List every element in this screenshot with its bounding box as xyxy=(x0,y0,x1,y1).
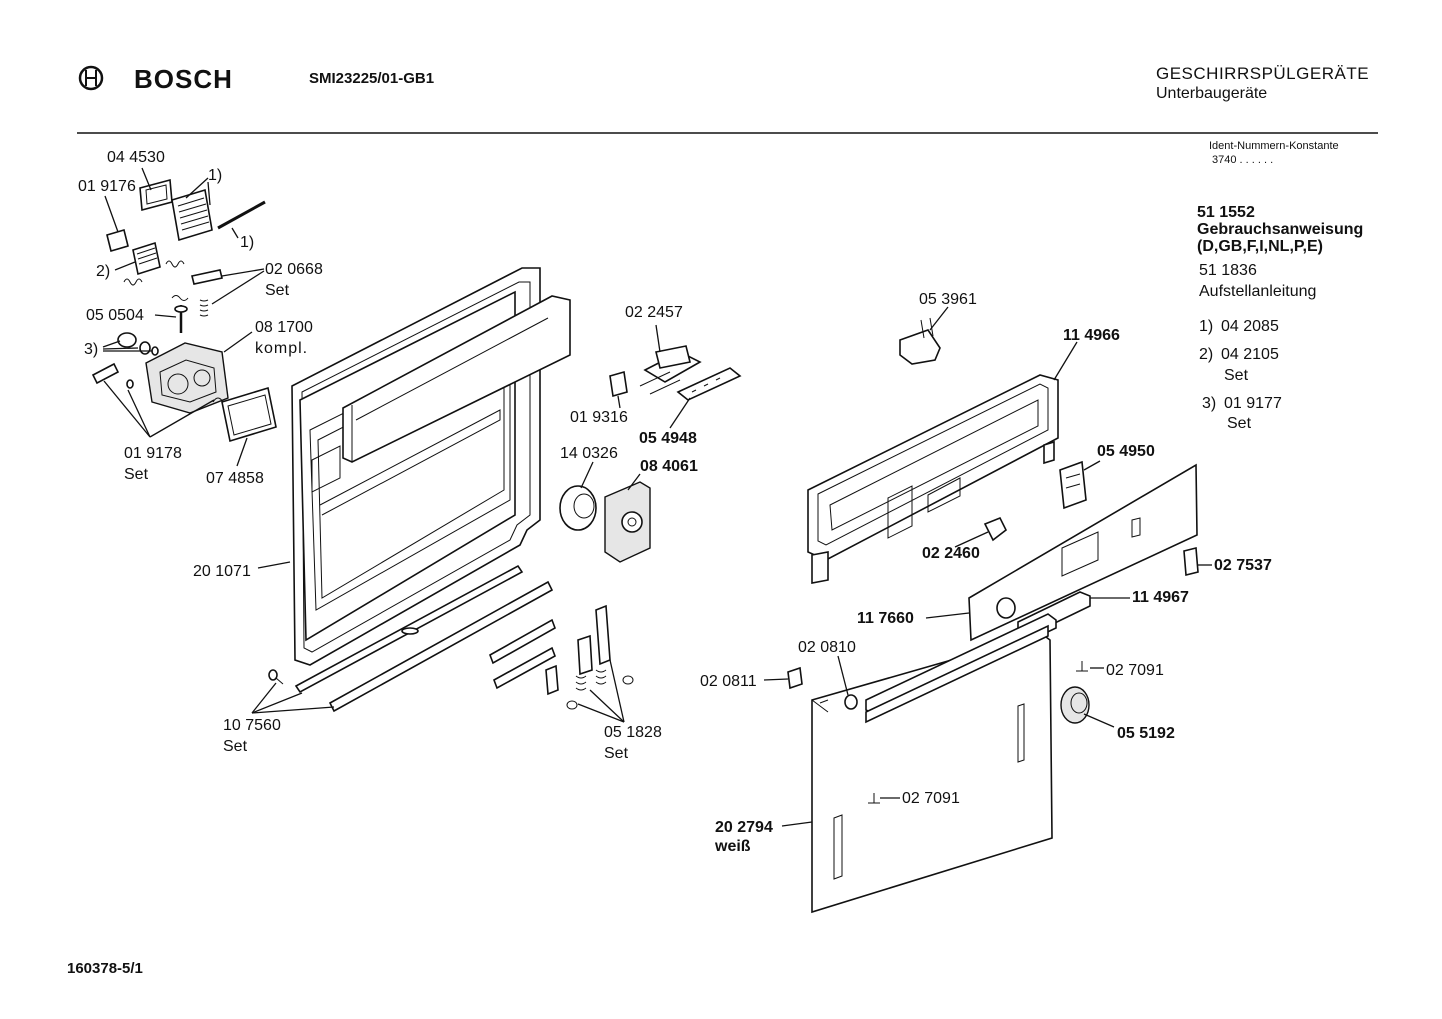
label-027091-b: 02 7091 xyxy=(902,790,960,807)
control-panel-frame-part xyxy=(807,317,1199,642)
label-053961: 05 3961 xyxy=(919,291,977,308)
doc-2-line-1: Aufstellanleitung xyxy=(1199,283,1316,300)
label-fn2: 2) xyxy=(96,263,110,280)
doc-1-line-2: (D,GB,F,I,NL,P,E) xyxy=(1197,238,1323,255)
label-027537: 02 7537 xyxy=(1214,557,1272,574)
label-202794-note: weiß xyxy=(714,838,751,855)
label-054948: 05 4948 xyxy=(639,430,697,447)
label-044530: 04 4530 xyxy=(107,149,165,166)
label-020668-set: Set xyxy=(265,282,290,299)
label-019178-set: Set xyxy=(124,466,149,483)
label-114966: 11 4966 xyxy=(1063,327,1120,344)
drawing-number: 160378-5/1 xyxy=(67,960,143,977)
bottom-rails-part xyxy=(268,564,554,713)
footnote-2-note: Set xyxy=(1224,367,1249,384)
label-054950: 05 4950 xyxy=(1097,443,1155,460)
inner-door-part xyxy=(291,267,571,666)
label-019316: 01 9316 xyxy=(570,409,628,426)
label-027091-a: 02 7091 xyxy=(1106,662,1164,679)
label-022460: 02 2460 xyxy=(922,545,980,562)
subcategory-title: Unterbaugeräte xyxy=(1156,85,1267,102)
part-labels: 04 4530 01 9176 1) 1) 2) 3) 02 0668 Set … xyxy=(78,149,1272,855)
footnote-2-key: 2) xyxy=(1199,346,1213,363)
label-050504: 05 0504 xyxy=(86,307,144,324)
footnote-2-part: 04 2105 xyxy=(1221,346,1279,363)
label-140326: 14 0326 xyxy=(560,445,618,462)
label-114967: 11 4967 xyxy=(1132,589,1189,606)
label-084061: 08 4061 xyxy=(640,458,698,475)
front-door-panel-part xyxy=(787,613,1090,914)
doc-1-line-1: Gebrauchsanweisung xyxy=(1197,221,1363,238)
label-074858: 07 4858 xyxy=(206,470,264,487)
label-107560: 10 7560 xyxy=(223,717,281,734)
label-020668: 02 0668 xyxy=(265,261,323,278)
label-019178: 01 9178 xyxy=(124,445,182,462)
label-051828: 05 1828 xyxy=(604,724,662,741)
lock-mechanism-part xyxy=(559,345,742,563)
label-107560-set: Set xyxy=(223,738,248,755)
label-fn3: 3) xyxy=(84,341,98,358)
ident-title: Ident-Nummern-Konstante xyxy=(1209,140,1339,152)
label-fn1a: 1) xyxy=(208,167,222,184)
label-081700-note: kompl. xyxy=(255,340,308,357)
label-fn1b: 1) xyxy=(240,234,254,251)
label-117660: 11 7660 xyxy=(857,610,914,627)
label-020811: 02 0811 xyxy=(700,673,757,690)
label-055192: 05 5192 xyxy=(1117,725,1175,742)
label-081700: 08 1700 xyxy=(255,319,313,336)
label-022457: 02 2457 xyxy=(625,304,683,321)
label-201071: 20 1071 xyxy=(193,563,251,580)
category-title: GESCHIRRSPÜLGERÄTE xyxy=(1156,64,1369,83)
leader-lines xyxy=(102,167,1212,827)
ident-value: 3740 . . . . . . xyxy=(1212,154,1273,166)
hinge-set-part xyxy=(489,604,634,710)
doc-2-number: 51 1836 xyxy=(1199,262,1257,279)
brand-name: BOSCH xyxy=(134,64,233,94)
label-019176: 01 9176 xyxy=(78,178,136,195)
footnote-3-note: Set xyxy=(1227,415,1252,432)
label-051828-set: Set xyxy=(604,745,629,762)
label-020810: 02 0810 xyxy=(798,639,856,656)
footnote-3-key: 3) xyxy=(1202,395,1216,412)
doc-1-number: 51 1552 xyxy=(1197,204,1255,221)
footnote-1-part: 04 2085 xyxy=(1221,318,1279,335)
bosch-logo-icon xyxy=(78,65,104,91)
model-number: SMI23225/01-GB1 xyxy=(309,70,434,87)
footnote-3-part: 01 9177 xyxy=(1224,395,1282,412)
footnote-1-key: 1) xyxy=(1199,318,1213,335)
vent-parts-group xyxy=(91,178,277,443)
label-202794: 20 2794 xyxy=(715,819,773,836)
